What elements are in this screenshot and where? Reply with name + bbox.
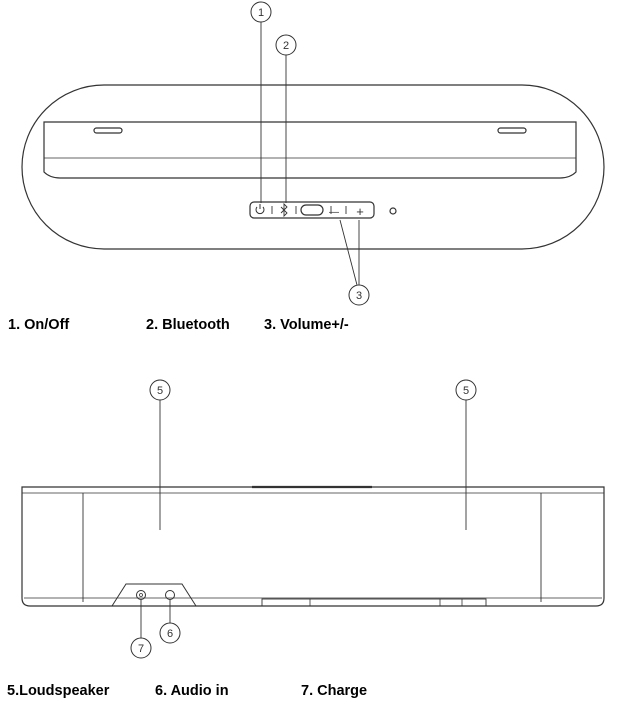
callout-circle-5-right [455,379,477,401]
indicator-led-icon [389,207,397,215]
top-view [21,1,605,306]
caption-charge: 7. Charge [301,683,368,699]
port-recess [111,583,197,607]
leader-3a [339,219,358,286]
callout-circle-7 [130,637,152,659]
caption-volume: 3. Volume+/- [264,317,349,333]
callout-2: 2 [283,40,289,52]
minus-icon[interactable]: — [329,207,339,218]
right-slot [497,127,527,134]
bluetooth-icon[interactable] [280,202,288,218]
callout-3: 3 [356,290,362,302]
callout-circle-3 [348,284,370,306]
callout-circle-1 [250,1,272,23]
audio-jack-icon[interactable] [165,590,175,600]
speaker-body-front [21,486,605,607]
callout-1: 1 [258,7,264,19]
caption-loudspeaker: 5.Loudspeaker [7,683,110,699]
charge-port-icon[interactable] [136,590,146,600]
callout-circle-2 [275,34,297,56]
speaker-body-top [21,84,605,250]
mode-icon[interactable] [300,204,324,216]
callout-circle-5-left [149,379,171,401]
caption-audio-in: 6. Audio in [155,683,229,699]
caption-on-off: 1. On/Off [8,317,70,333]
callout-5-left: 5 [157,385,163,397]
front-view [21,379,605,659]
callout-5-right: 5 [463,385,469,397]
top-handle-recess [43,121,577,179]
callout-7: 7 [138,643,144,655]
caption-bluetooth: 2. Bluetooth [146,317,230,333]
callout-circle-6 [159,622,181,644]
control-panel [249,201,375,219]
plus-icon[interactable]: + [356,204,364,219]
bottom-base [261,598,487,607]
left-slot [93,127,123,134]
power-icon[interactable] [255,204,265,215]
callout-6: 6 [167,628,173,640]
